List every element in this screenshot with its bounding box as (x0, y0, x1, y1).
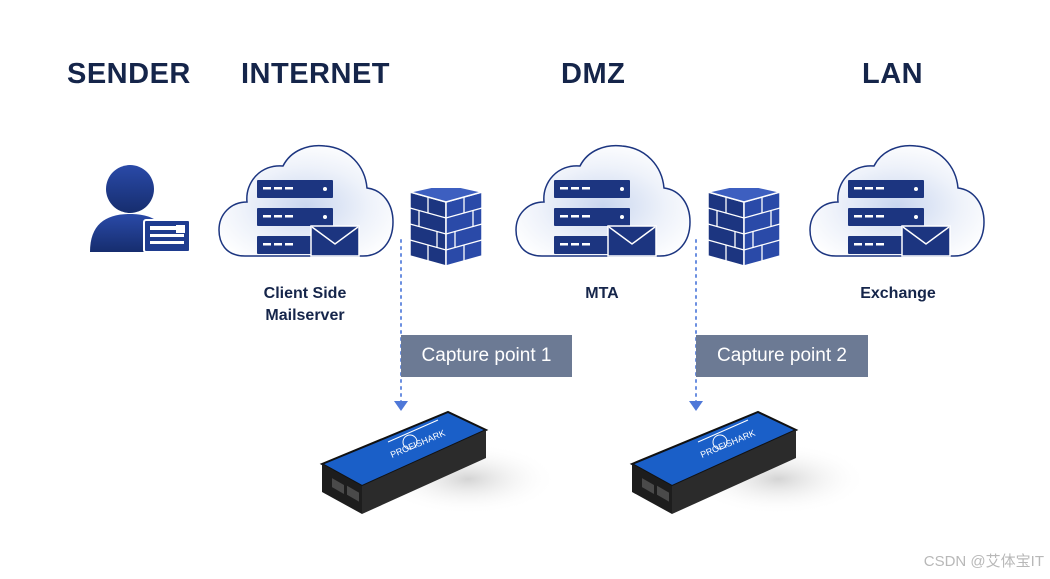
capture-arrow-1 (394, 401, 408, 411)
sender-person-icon (90, 165, 191, 253)
caption-client-side-mailserver: Client Side Mailserver (255, 283, 355, 327)
caption-mta: MTA (585, 285, 619, 302)
firewall-1-icon (409, 188, 483, 267)
profishark-device-1-icon: PROFISHARK (319, 410, 558, 515)
firewall-2-icon (707, 188, 781, 267)
dmz-mta-cloud-icon (515, 144, 691, 257)
profishark-device-2-icon: PROFISHARK (629, 410, 868, 515)
caption-client-line2: Mailserver (265, 307, 345, 324)
caption-exchange: Exchange (860, 285, 936, 302)
capture-point-1-label: Capture point 1 (401, 335, 572, 377)
watermark: CSDN @艾体宝IT (923, 553, 1044, 570)
zone-lan: LAN (862, 58, 924, 90)
zone-internet: INTERNET (241, 58, 390, 90)
caption-client-line1: Client Side (263, 285, 347, 302)
lan-exchange-cloud-icon (809, 144, 985, 257)
capture-arrow-2 (689, 401, 703, 411)
capture-point-2-label: Capture point 2 (696, 335, 868, 377)
zone-dmz: DMZ (561, 58, 626, 90)
internet-mailserver-cloud-icon (218, 144, 394, 257)
zone-sender: SENDER (67, 58, 191, 90)
